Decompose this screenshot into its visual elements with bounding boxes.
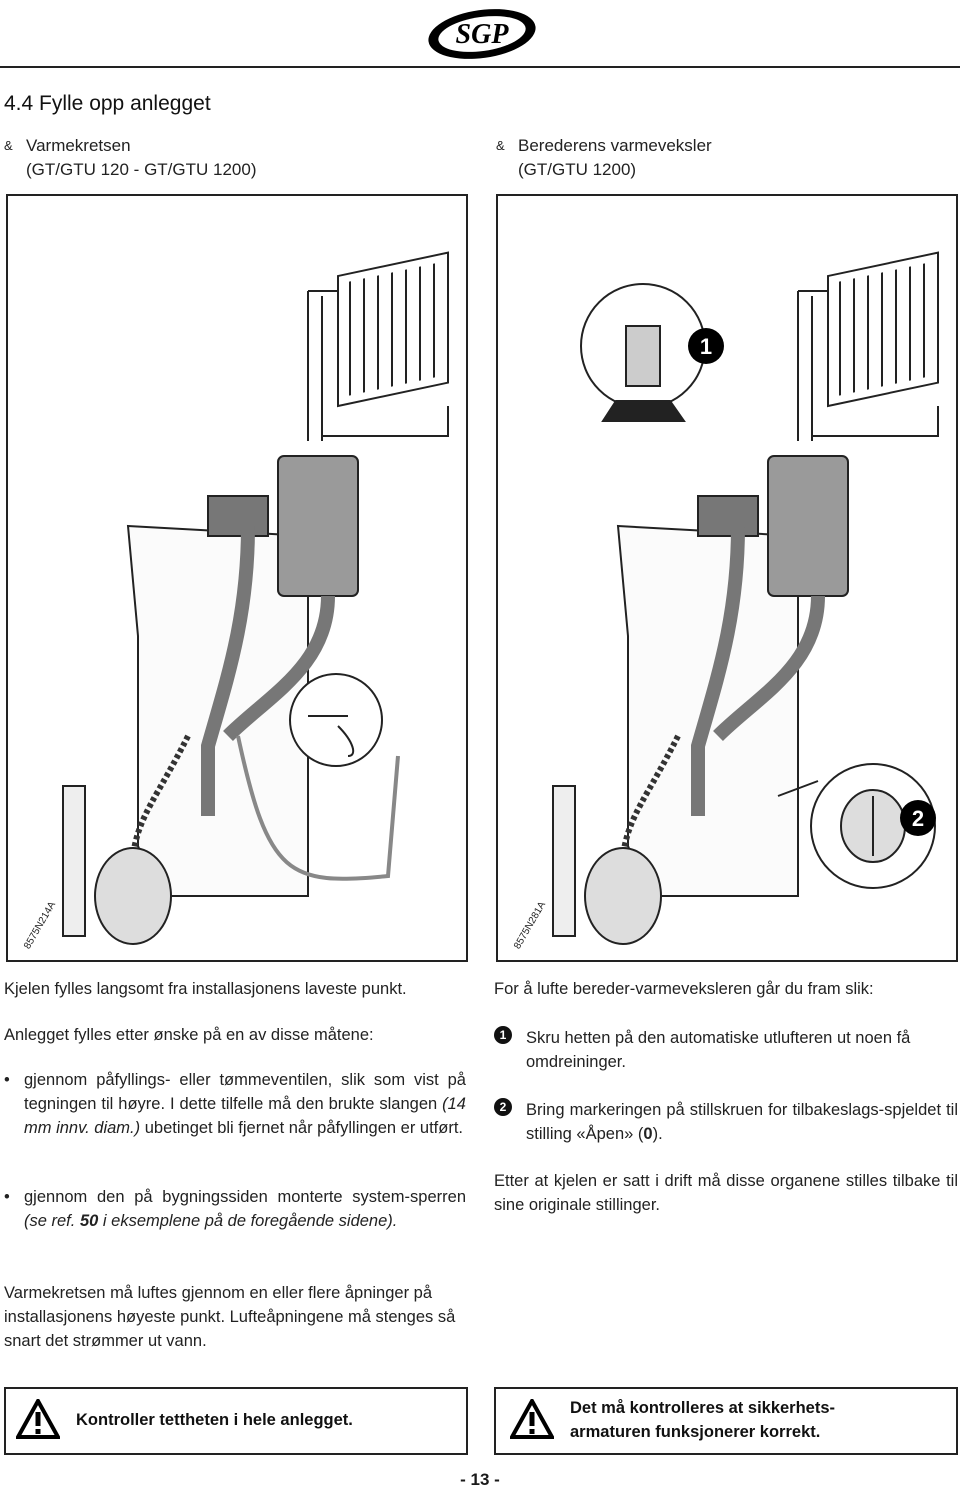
warning-icon xyxy=(16,1399,60,1439)
vent-step-1: 1 Skru hetten på den automatiske utlufte… xyxy=(494,1026,958,1074)
radiator xyxy=(827,251,939,408)
bullet-dot: • xyxy=(4,1188,10,1206)
warning-box-right: Det må kontrolleres at sikkerhets- armat… xyxy=(494,1387,958,1455)
right-paragraph-2: Etter at kjelen er satt i drift må disse… xyxy=(494,1172,958,1214)
item1-text-italic: (14 mm innv. diam.) xyxy=(24,1095,466,1137)
warning-icon xyxy=(510,1399,554,1439)
section-title: 4.4 Fylle opp anlegget xyxy=(4,92,211,115)
item2-text-italic-2: i eksemplene på de foregående sidene). xyxy=(102,1212,398,1230)
left-paragraph-3: Varmekretsen må luftes gjennom en eller … xyxy=(4,1284,456,1350)
left-heading-line1: Varmekretsen xyxy=(26,136,131,155)
brand-logo: SGP xyxy=(425,6,539,62)
callout-2-badge xyxy=(900,800,936,836)
step-2-position: 0 xyxy=(643,1125,653,1143)
fill-method-item-2: • gjennom den på bygningssiden monterte … xyxy=(4,1185,466,1233)
step-1-text: Skru hetten på den automatiske utluftere… xyxy=(526,1029,911,1071)
left-paragraph-1: Kjelen fylles langsomt fra installasjone… xyxy=(4,980,407,998)
heading-bullet: & xyxy=(496,138,505,153)
callout-1-label: 1 xyxy=(700,334,712,359)
warning-text-right-line2: armaturen funksjonerer korrekt. xyxy=(570,1423,821,1441)
right-heading: & Berederens varmeveksler (GT/GTU 1200) xyxy=(496,134,712,182)
warning-text-right: Det må kontrolleres at sikkerhets- armat… xyxy=(570,1396,835,1444)
vent-step-2: 2 Bring markeringen på stillskruen for t… xyxy=(494,1098,958,1146)
figure-ref-right: 8575N281A xyxy=(512,900,548,952)
step-1-badge: 1 xyxy=(494,1026,512,1044)
left-heading-line2: (GT/GTU 120 - GT/GTU 1200) xyxy=(26,160,257,179)
boiler-illustration-right: 1 2 8575N281A xyxy=(512,251,939,952)
bullet-dot: • xyxy=(4,1071,10,1089)
right-heading-line2: (GT/GTU 1200) xyxy=(518,160,637,179)
left-paragraph-2: Anlegget fylles etter ønske på en av dis… xyxy=(4,1026,374,1044)
item2-text-a: gjennom den på bygningssiden monterte sy… xyxy=(24,1188,466,1206)
callout-2-label: 2 xyxy=(912,806,924,831)
left-heading: & Varmekretsen (GT/GTU 120 - GT/GTU 1200… xyxy=(4,134,257,182)
boiler-illustration-left: 8575N214A xyxy=(22,251,449,952)
item1-text-b: ubetinget bli fjernet når påfyllingen er… xyxy=(144,1119,463,1137)
logo-text: SGP xyxy=(456,19,510,50)
fill-method-item-1: • gjennom påfyllings- eller tømmeventile… xyxy=(4,1068,466,1140)
right-paragraph-1: For å lufte bereder-varmeveksleren går d… xyxy=(494,980,874,998)
step-2-text-a: Bring markeringen på stillskruen for til… xyxy=(526,1101,958,1143)
warning-text-right-line1: Det må kontrolleres at sikkerhets- xyxy=(570,1399,836,1417)
callout-1-badge xyxy=(688,328,724,364)
heat-exchanger-figure: 1 2 8575N281A xyxy=(496,194,958,962)
heating-circuit-figure: 8575N214A xyxy=(6,194,468,962)
item1-text-a: gjennom påfyllings- eller tømmeventilen,… xyxy=(24,1071,466,1113)
step-2-text-b: ). xyxy=(652,1125,663,1143)
heading-bullet: & xyxy=(4,138,13,153)
step-2-badge: 2 xyxy=(494,1098,512,1116)
page-number: - 13 - xyxy=(460,1470,500,1489)
header-rule xyxy=(0,66,960,68)
item2-text-italic-1: (se ref. xyxy=(24,1212,76,1230)
figure-ref-left: 8575N214A xyxy=(22,900,58,952)
radiator xyxy=(337,251,449,408)
warning-box-left: Kontroller tettheten i hele anlegget. xyxy=(4,1387,468,1455)
right-heading-line1: Berederens varmeveksler xyxy=(518,136,712,155)
warning-text-left: Kontroller tettheten i hele anlegget. xyxy=(76,1411,353,1429)
item2-ref-number: 50 xyxy=(79,1212,99,1230)
